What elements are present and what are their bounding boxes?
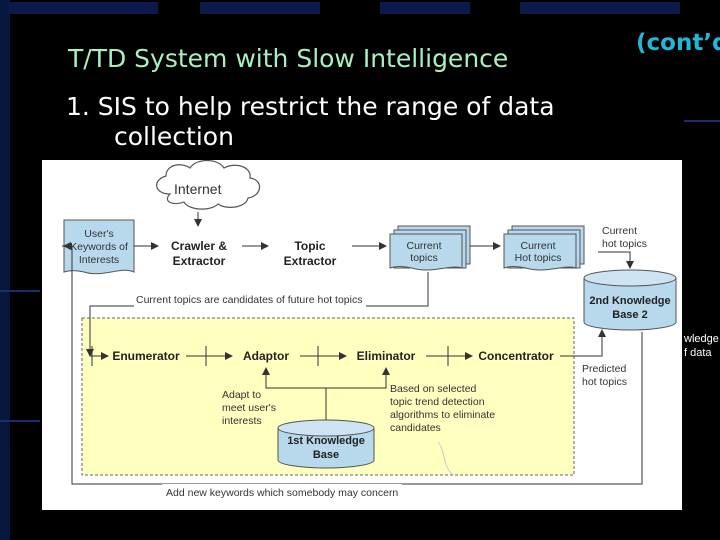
arrow — [326, 367, 390, 389]
adapt-note-line1: Adapt to — [222, 389, 261, 401]
adapt-note-line3: interests — [222, 415, 262, 427]
arrow — [598, 251, 634, 269]
internet-label: Internet — [174, 181, 222, 197]
topic-extractor-line1: Topic — [294, 239, 325, 253]
side-fragment-line2: f data — [684, 347, 712, 359]
arrow — [262, 367, 327, 420]
eliminate-note-line2: topic trend detection — [390, 396, 485, 408]
user-keywords-line1: User's — [84, 228, 113, 240]
concentrator-label: Concentrator — [478, 349, 554, 363]
frame-bar — [380, 2, 470, 14]
frame-line — [0, 420, 40, 422]
bullet-line-2: collection — [114, 122, 234, 151]
frame-bar — [520, 2, 680, 14]
note-bg — [162, 484, 402, 498]
arrow — [560, 329, 606, 357]
annotation-bracket — [437, 441, 453, 475]
enumerator-label: Enumerator — [112, 349, 180, 363]
predicted-line1: Predicted — [582, 363, 627, 375]
slide-title: T/TD System with Slow Intelligence — [68, 44, 509, 73]
eliminate-note-line1: Based on selected — [390, 383, 477, 395]
kb2-line1: 2nd Knowledge — [589, 295, 670, 307]
current-hot-topics-line2: Hot topics — [515, 252, 562, 264]
topic-extractor-box: Topic Extractor — [284, 239, 337, 268]
adaptor-label: Adaptor — [243, 349, 289, 363]
user-keywords-box: User's Keywords of Interests — [63, 219, 135, 275]
current-topics-line1: Current — [406, 240, 441, 252]
current-hot-topics-line1: Current — [520, 240, 555, 252]
current-hot-topics-docs: Current Hot topics — [503, 225, 585, 271]
frame-line — [0, 290, 40, 292]
kb1-line1: 1st Knowledge — [287, 435, 365, 447]
current-topics-line2: topics — [410, 252, 437, 264]
crawler-line2: Extractor — [173, 254, 226, 268]
eliminate-note-line3: algorithms to eliminate — [390, 409, 495, 421]
topic-extractor-line2: Extractor — [284, 254, 337, 268]
internet-cloud: Internet — [156, 160, 261, 210]
crawler-extractor-box: Crawler & Extractor — [171, 239, 227, 268]
system-diagram: Internet User's Keywords of Interests Cr… — [42, 160, 682, 510]
knowledge-base-2: 2nd Knowledge Base 2 — [583, 269, 677, 331]
current-hot-topics-label-line1: Current — [602, 225, 637, 237]
bullet-line-1: 1. SIS to help restrict the range of dat… — [66, 92, 555, 121]
current-hot-topics-label-line2: hot topics — [602, 238, 647, 250]
current-topics-docs: Current topics — [389, 225, 471, 271]
continued-label: (cont’d — [636, 30, 720, 56]
new-keywords-note: Add new keywords which somebody may conc… — [166, 487, 398, 499]
frame-line — [684, 120, 720, 122]
bullet-point: 1. SIS to help restrict the range of dat… — [66, 92, 555, 152]
side-fragment-line1: wledge — [684, 333, 719, 345]
eliminator-label: Eliminator — [357, 349, 416, 363]
eliminate-note-line4: candidates — [390, 422, 441, 434]
kb2-line2: Base 2 — [612, 309, 647, 321]
left-frame — [0, 0, 10, 540]
user-keywords-line2: Keywords of — [70, 241, 128, 253]
user-keywords-line3: Interests — [79, 254, 119, 266]
frame-bar — [200, 2, 320, 14]
adapt-note-line2: meet user's — [222, 402, 276, 414]
kb1-line2: Base — [313, 449, 339, 461]
crawler-line1: Crawler & — [171, 239, 227, 253]
predicted-line2: hot topics — [582, 376, 627, 388]
note-bg — [134, 293, 366, 307]
frame-bar — [8, 2, 158, 14]
knowledge-base-1: 1st Knowledge Base — [277, 419, 375, 469]
side-knowledge-fragment: wledge f data — [684, 332, 719, 360]
candidates-note: Current topics are candidates of future … — [136, 294, 362, 306]
top-frame — [0, 0, 720, 18]
